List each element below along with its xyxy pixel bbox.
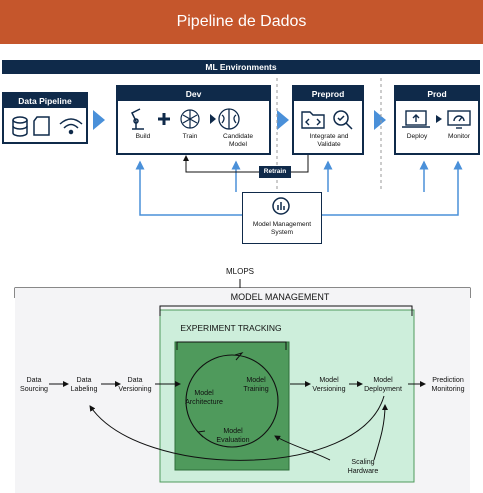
deploy-label: Deploy — [406, 133, 428, 140]
robot-arm-icon — [130, 108, 144, 130]
search-check-icon — [333, 110, 353, 130]
integrate-validate-label: Integrate and Validate — [309, 133, 349, 148]
page-title-banner: Pipeline de Dados — [0, 0, 483, 44]
data-pipeline-box: Data Pipeline — [2, 92, 88, 144]
dev-icons — [130, 108, 240, 130]
mlops-label: MLOPS — [225, 267, 254, 276]
data-pipeline-title: Data Pipeline — [4, 94, 86, 108]
code-folder-icon — [301, 111, 325, 129]
sd-card-icon — [33, 116, 50, 136]
page-title: Pipeline de Dados — [176, 13, 307, 30]
prod-title: Prod — [396, 87, 478, 101]
gear-chart-icon — [272, 197, 290, 215]
data-pipeline-icons — [12, 116, 83, 137]
prod-box: Prod Deploy Monitor — [394, 85, 480, 155]
mms-icon-wrap — [272, 197, 290, 215]
candidate-model-label: Candidate Model — [222, 133, 254, 148]
model-management-system-box: Model Management System — [242, 192, 322, 244]
model-architecture-label: Model Architecture — [185, 389, 223, 406]
neural-network-icon — [180, 109, 200, 129]
chevron-arrow-icon — [93, 110, 105, 130]
model-evaluation-label: Model Evaluation — [216, 427, 250, 444]
chevron-arrow-icon — [277, 110, 289, 130]
dev-box: Dev Build Train Candidate Model — [116, 85, 271, 155]
brain-icon — [218, 108, 240, 130]
wifi-icon — [59, 118, 83, 135]
ml-environments-label: ML Environments — [205, 62, 277, 72]
retrain-tag: Retrain — [259, 166, 291, 178]
chevron-arrow-icon — [374, 110, 386, 130]
laptop-upload-icon — [402, 110, 430, 128]
model-management-label: MODEL MANAGEMENT — [230, 292, 330, 302]
data-sourcing-label: Data Sourcing — [20, 376, 48, 393]
model-training-label: Model Training — [243, 376, 269, 393]
preprod-title: Preprod — [294, 87, 362, 101]
data-versioning-label: Data Versioning — [118, 376, 152, 393]
preprod-box: Preprod Integrate and Validate — [292, 85, 364, 155]
mms-label: Model Management System — [252, 221, 312, 236]
plus-icon — [158, 113, 170, 125]
model-versioning-label: Model Versioning — [312, 376, 346, 393]
monitor-label: Monitor — [448, 133, 470, 140]
preprod-icons — [301, 110, 353, 130]
train-label: Train — [182, 133, 198, 140]
build-label: Build — [135, 133, 151, 140]
data-labeling-label: Data Labeling — [70, 376, 98, 393]
dev-title: Dev — [118, 87, 269, 101]
scaling-hardware-label: Scaling Hardware — [347, 458, 379, 475]
experiment-tracking-label: EXPERIMENT TRACKING — [180, 323, 282, 333]
database-icon — [12, 116, 28, 137]
monitor-gauge-icon — [447, 110, 471, 129]
prod-icons — [402, 110, 471, 129]
arrow-right-icon — [436, 115, 442, 123]
prediction-monitoring-label: Prediction Monitoring — [431, 376, 465, 393]
model-deployment-label: Model Deployment — [364, 376, 402, 393]
arrow-right-icon — [210, 114, 216, 124]
ml-environments-bar: ML Environments — [2, 60, 480, 74]
